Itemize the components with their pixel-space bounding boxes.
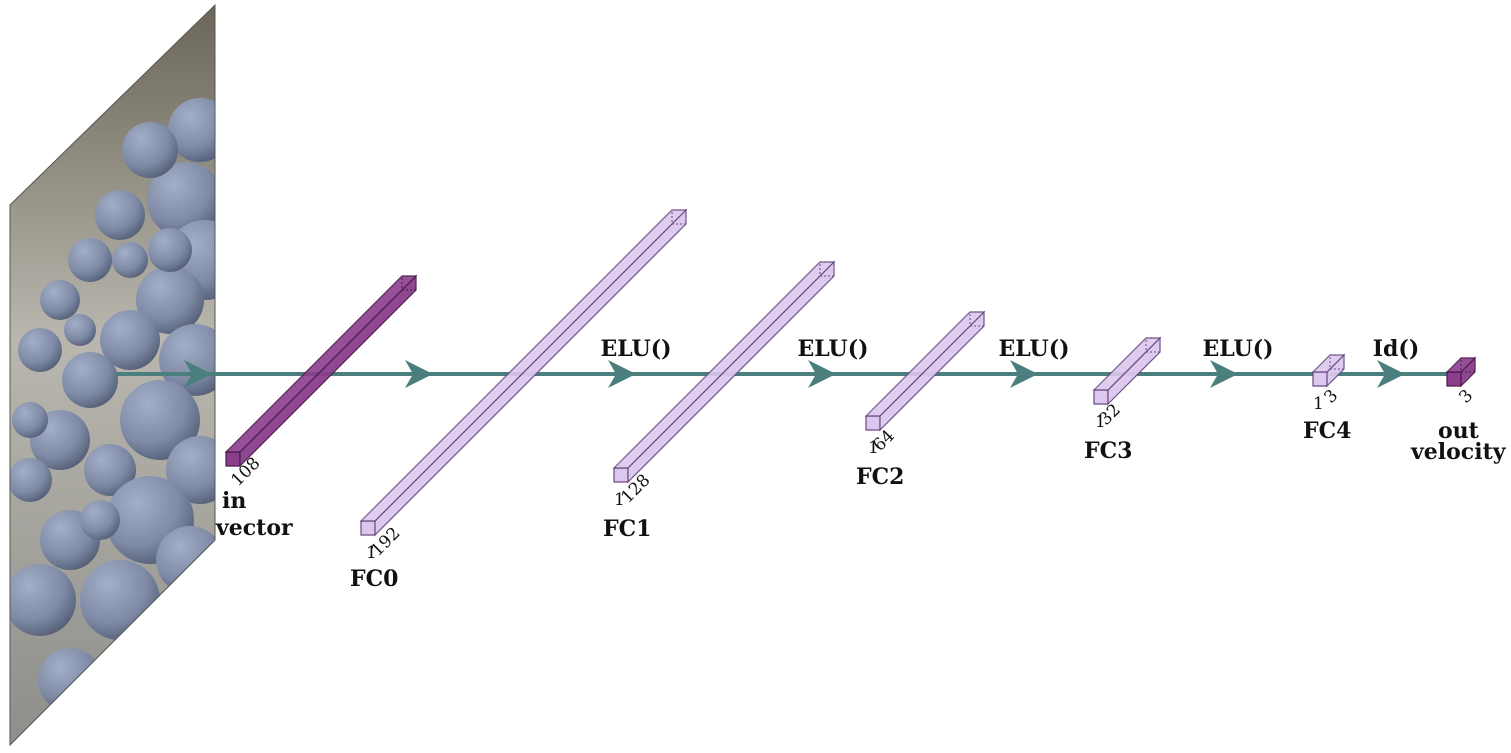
activation-label-4: Id() bbox=[1373, 336, 1420, 362]
fc3-name-label: FC3 bbox=[1084, 438, 1132, 464]
fc1-bar bbox=[612, 260, 836, 484]
flow-arrowhead bbox=[1210, 360, 1238, 388]
fc1-dim0-label: 1 bbox=[614, 490, 625, 510]
fc0-dim0-label: 1 bbox=[366, 543, 377, 563]
flow-arrowhead bbox=[1010, 360, 1038, 388]
fc1-name-label: FC1 bbox=[603, 516, 651, 542]
fc4-dim0-label: 1 bbox=[1313, 394, 1324, 414]
output-dim-label: 3 bbox=[1455, 386, 1477, 408]
output-velocity-cube bbox=[1445, 356, 1477, 388]
flow-arrowhead bbox=[405, 360, 433, 388]
activation-label-0: ELU() bbox=[600, 336, 671, 362]
flow-arrowhead bbox=[1377, 360, 1405, 388]
output-name-label: out bbox=[1438, 418, 1480, 444]
activation-label-1: ELU() bbox=[797, 336, 868, 362]
input-vector-bar bbox=[224, 274, 418, 468]
flow-arrowhead bbox=[608, 360, 636, 388]
activation-label-3: ELU() bbox=[1202, 336, 1273, 362]
input-name2-label: vector bbox=[215, 515, 293, 541]
fc2-bar bbox=[864, 310, 986, 432]
fc4-name-label: FC4 bbox=[1303, 418, 1351, 444]
fc3-dim0-label: 1 bbox=[1095, 412, 1106, 432]
fc0-bar bbox=[359, 208, 688, 537]
output-name2-label: velocity bbox=[1410, 439, 1507, 465]
fc0-name-label: FC0 bbox=[350, 566, 398, 592]
fc2-name-label: FC2 bbox=[856, 464, 904, 490]
flow-arrowhead bbox=[808, 360, 836, 388]
flow-arrowhead bbox=[184, 360, 212, 388]
fc4-bar bbox=[1311, 353, 1346, 388]
activation-label-2: ELU() bbox=[998, 336, 1069, 362]
fc3-bar bbox=[1092, 336, 1162, 406]
input-name-label: in bbox=[222, 488, 246, 514]
fc2-dim0-label: 1 bbox=[868, 438, 879, 458]
